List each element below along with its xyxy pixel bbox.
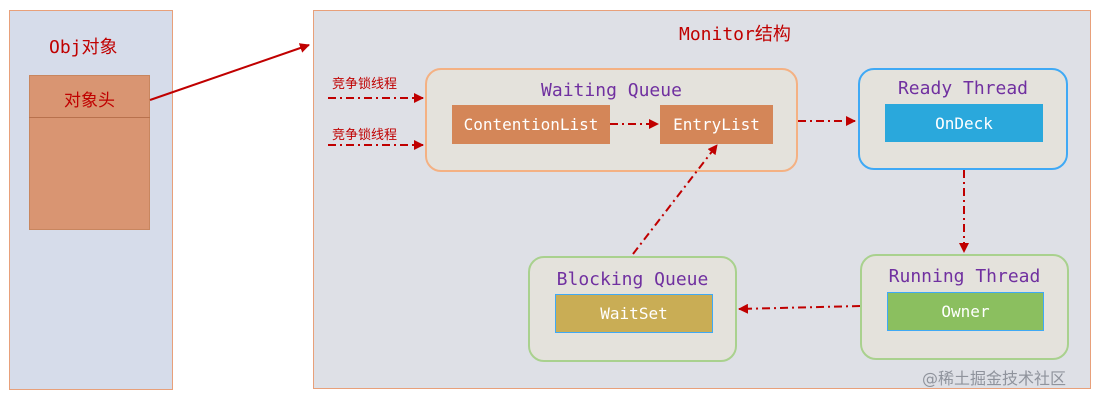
ready-thread-title: Ready Thread bbox=[897, 78, 1029, 99]
waiting-queue-title: Waiting Queue bbox=[541, 80, 682, 101]
monitor-title: Monitor结构 bbox=[679, 24, 791, 45]
arrow-header-to-monitor bbox=[149, 43, 310, 101]
competing-thread-label-1: 竞争锁线程 bbox=[332, 77, 398, 92]
competing-thread-label-2: 竞争锁线程 bbox=[332, 128, 398, 143]
watermark: @稀土掘金技术社区 bbox=[922, 369, 1067, 388]
wait-set-box: WaitSet bbox=[555, 294, 713, 333]
obj-title: Obj对象 bbox=[49, 37, 118, 58]
object-header-block bbox=[29, 75, 150, 230]
object-header-label: 对象头 bbox=[64, 91, 115, 111]
object-header-divider bbox=[29, 117, 150, 118]
owner-box: Owner bbox=[887, 292, 1044, 331]
running-thread-title: Running Thread bbox=[888, 266, 1041, 287]
on-deck-box: OnDeck bbox=[885, 104, 1043, 142]
entry-list-box: EntryList bbox=[660, 105, 773, 144]
contention-list-box: ContentionList bbox=[452, 105, 610, 144]
blocking-queue-title: Blocking Queue bbox=[556, 269, 709, 290]
